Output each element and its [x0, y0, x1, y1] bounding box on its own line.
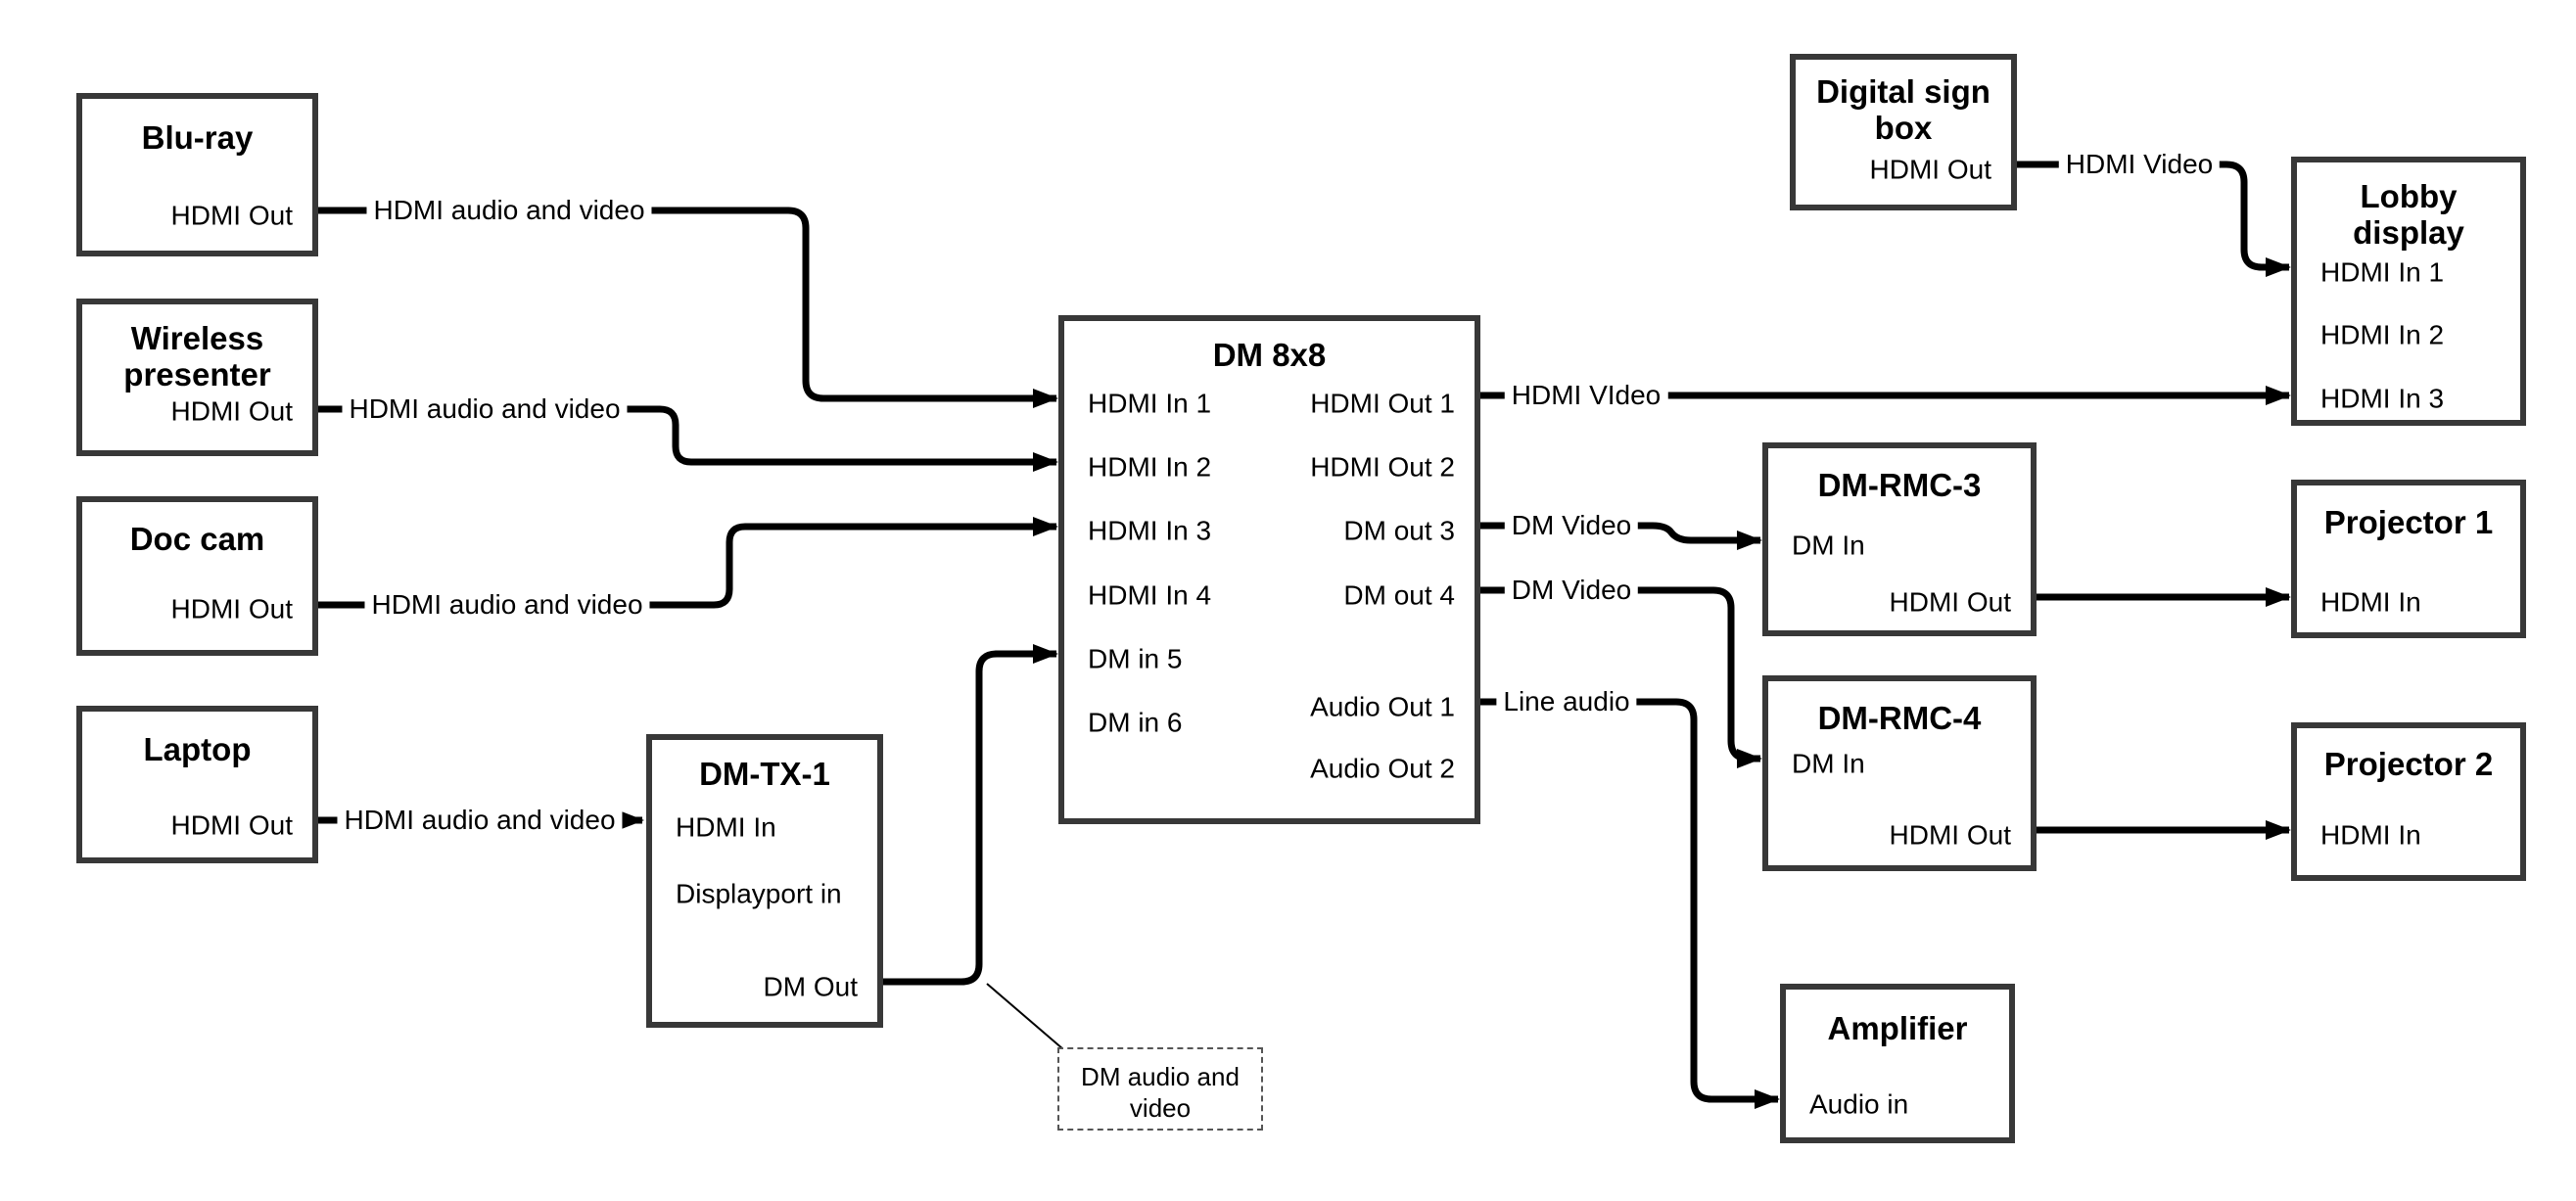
wire-label-hdmi-audio-video-3: HDMI audio and video — [364, 589, 650, 621]
wire-label-hdmi-audio-video-4: HDMI audio and video — [337, 805, 623, 836]
box-title-line1: Wireless — [130, 320, 264, 356]
box-title-line2: display — [2353, 214, 2464, 251]
port-hdmi-in-3: HDMI In 3 — [1088, 515, 1212, 546]
wire-bluray-to-dm8x8-in1 — [318, 207, 1058, 408]
port-dm-out: DM Out — [763, 971, 858, 1002]
port-hdmi-in-1: HDMI In 1 — [1088, 388, 1212, 419]
box-title-line1: Digital sign — [1816, 73, 1991, 110]
port-hdmi-out: HDMI Out — [170, 593, 293, 624]
device-box-amplifier: Amplifier Audio in — [1780, 984, 2015, 1143]
wire-label-dm-video-1: DM Video — [1504, 510, 1639, 541]
port-dm-in-5: DM in 5 — [1088, 643, 1183, 674]
wire-doccam-to-dm8x8-in3 — [318, 517, 1058, 609]
wire-label-hdmi-audio-video-1: HDMI audio and video — [366, 195, 652, 226]
port-audio-out-2: Audio Out 2 — [1310, 753, 1455, 784]
port-hdmi-in: HDMI In — [2320, 819, 2421, 851]
device-box-dm-rmc-3: DM-RMC-3 DM In HDMI Out — [1762, 442, 2037, 636]
box-title-line2: presenter — [123, 356, 271, 393]
port-hdmi-out: HDMI Out — [1889, 586, 2011, 618]
port-hdmi-in-1: HDMI In 1 — [2320, 256, 2445, 288]
port-hdmi-in-3: HDMI In 3 — [2320, 383, 2445, 414]
note-line1: DM audio and — [1081, 1062, 1240, 1091]
port-hdmi-in-2: HDMI In 2 — [1088, 451, 1212, 483]
wire-dmtx1-to-dm8x8-in5 — [883, 644, 1058, 986]
port-dm-out-3: DM out 3 — [1343, 515, 1455, 546]
port-dm-in: DM In — [1792, 530, 1865, 561]
box-title-line2: box — [1874, 110, 1933, 146]
box-title: Doc cam — [129, 521, 265, 557]
device-box-digital-sign-box: Digital sign box HDMI Out — [1790, 54, 2017, 210]
box-title: DM-RMC-4 — [1817, 700, 1982, 736]
box-title: DM 8x8 — [1212, 337, 1327, 373]
wire-dm8x8-out4-to-rmc4 — [1480, 586, 1762, 768]
port-hdmi-out: HDMI Out — [1889, 819, 2011, 851]
port-hdmi-out: HDMI Out — [1869, 154, 1991, 185]
wire-dm8x8-out3-to-rmc3 — [1480, 522, 1762, 550]
box-title: Blu-ray — [141, 119, 254, 156]
note-line2: video — [1129, 1093, 1192, 1123]
box-title: Projector 2 — [2323, 746, 2494, 782]
port-audio-out-1: Audio Out 1 — [1310, 691, 1455, 722]
port-dm-in: DM In — [1792, 748, 1865, 779]
annotation-note-dm-audio-video: DM audio and video — [1057, 1047, 1263, 1131]
box-title: Laptop — [143, 731, 252, 767]
port-hdmi-out-2: HDMI Out 2 — [1310, 451, 1455, 483]
port-dm-out-4: DM out 4 — [1343, 579, 1455, 611]
wire-dsb-to-lobby-in1 — [2017, 161, 2291, 277]
device-box-dm-8x8: DM 8x8 HDMI In 1 HDMI In 2 HDMI In 3 HDM… — [1058, 315, 1480, 824]
wire-dm8x8-aout1-to-amp — [1480, 698, 1780, 1109]
device-box-projector-2: Projector 2 HDMI In — [2291, 722, 2526, 881]
port-audio-in: Audio in — [1809, 1088, 1909, 1120]
port-hdmi-out-1: HDMI Out 1 — [1310, 388, 1455, 419]
device-box-wireless-presenter: Wireless presenter HDMI Out — [76, 299, 318, 456]
note-callout-line — [986, 983, 1064, 1050]
port-dm-in-6: DM in 6 — [1088, 707, 1183, 738]
port-hdmi-in-2: HDMI In 2 — [2320, 319, 2445, 350]
port-hdmi-out: HDMI Out — [170, 395, 293, 427]
device-box-laptop: Laptop HDMI Out — [76, 706, 318, 863]
wire-label-hdmi-video-typo: HDMI VIdeo — [1504, 380, 1668, 411]
device-box-dm-rmc-4: DM-RMC-4 DM In HDMI Out — [1762, 675, 2037, 871]
port-hdmi-in: HDMI In — [2320, 586, 2421, 618]
port-hdmi-in-4: HDMI In 4 — [1088, 579, 1212, 611]
wire-label-hdmi-video: HDMI Video — [2058, 149, 2221, 180]
wire-label-hdmi-audio-video-2: HDMI audio and video — [342, 393, 628, 425]
port-hdmi-out: HDMI Out — [170, 809, 293, 841]
wire-label-line-audio: Line audio — [1496, 686, 1637, 717]
wire-wireless-to-dm8x8-in2 — [318, 405, 1058, 472]
port-hdmi-out: HDMI Out — [170, 200, 293, 231]
wire-label-dm-video-2: DM Video — [1504, 575, 1639, 606]
port-displayport-in: Displayport in — [676, 878, 842, 909]
box-title: DM-TX-1 — [699, 756, 830, 792]
box-title: Amplifier — [1827, 1010, 1968, 1046]
box-title-line1: Lobby — [2360, 178, 2458, 214]
device-box-blu-ray: Blu-ray HDMI Out — [76, 93, 318, 256]
device-box-lobby-display: Lobby display HDMI In 1 HDMI In 2 HDMI I… — [2291, 157, 2526, 426]
box-title: DM-RMC-3 — [1817, 467, 1982, 503]
device-box-dm-tx-1: DM-TX-1 HDMI In Displayport in DM Out — [646, 734, 883, 1028]
port-hdmi-in: HDMI In — [676, 811, 776, 843]
device-box-projector-1: Projector 1 HDMI In — [2291, 480, 2526, 638]
box-title: Projector 1 — [2323, 504, 2494, 540]
device-box-doc-cam: Doc cam HDMI Out — [76, 496, 318, 656]
